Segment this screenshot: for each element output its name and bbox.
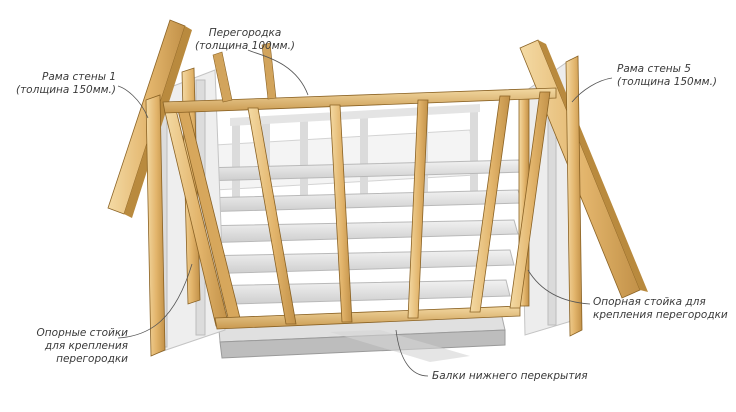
wall-1-label-thickness: (толщина 150мм.) — [15, 84, 116, 96]
support-posts-label-line3: перегородки — [56, 353, 128, 365]
wall-5-label: Рама стены 5 (толщина 150мм.) — [617, 63, 727, 89]
partition-label-thickness: (толщина 100мм.) — [194, 40, 296, 52]
floor-joists-label-text: Балки нижнего перекрытия — [432, 370, 588, 382]
leader-lines — [117, 49, 613, 377]
wall-1-label: Рама стены 1 (толщина 150мм.) — [10, 71, 116, 97]
support-posts-label-line2: для крепления — [44, 340, 128, 352]
partition-label-title: Перегородка — [208, 27, 282, 39]
wall-1-label-title: Рама стены 1 — [42, 71, 116, 83]
support-post-label: Опорная стойка для крепления перегородки — [593, 296, 728, 322]
support-post-label-line1: Опорная стойка для — [593, 296, 706, 308]
floor-joists-label: Балки нижнего перекрытия — [432, 370, 612, 383]
partition-frame — [162, 42, 557, 330]
support-post-label-line2: крепления перегородки — [593, 309, 728, 321]
support-posts-label: Опорные стойки для крепления перегородки — [20, 327, 128, 366]
wall-5-label-thickness: (толщина 150мм.) — [617, 76, 718, 88]
support-posts-label-line1: Опорные стойки — [36, 327, 128, 339]
partition-label: Перегородка (толщина 100мм.) — [190, 27, 300, 53]
wall-5-label-title: Рама стены 5 — [617, 63, 691, 75]
